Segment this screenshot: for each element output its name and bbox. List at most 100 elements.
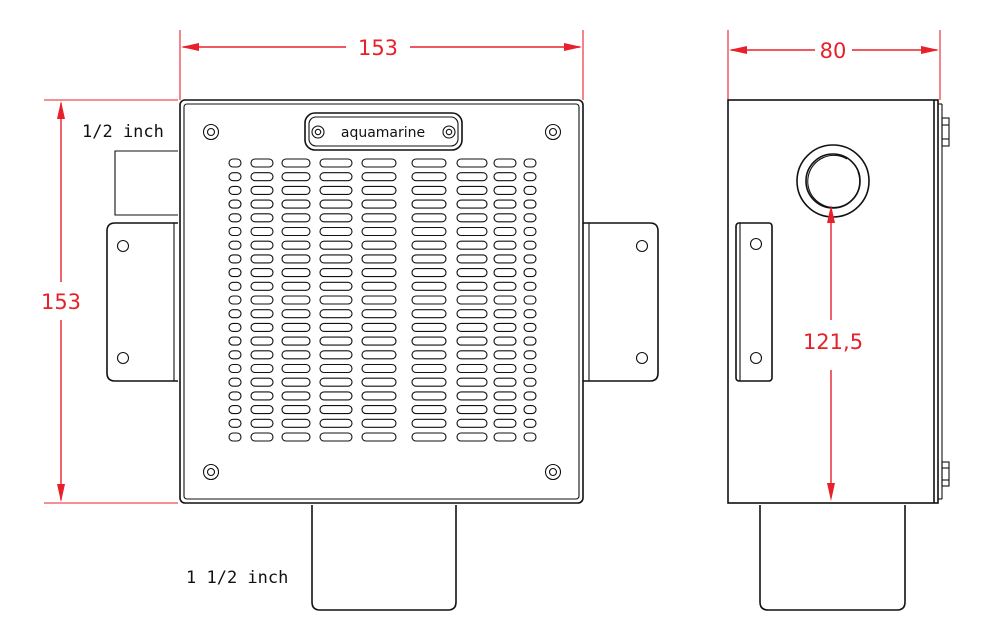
vent-slot (228, 363, 242, 374)
vent-slot (250, 185, 274, 195)
vent-slot (361, 213, 397, 223)
vent-slot (411, 185, 447, 195)
vent-slot (281, 158, 311, 168)
vent-slot (319, 254, 353, 264)
vent-slot (319, 336, 353, 346)
side-mounting-bracket (735, 222, 773, 382)
vent-slot (523, 377, 537, 387)
front-plate (179, 99, 584, 504)
vent-slot (281, 199, 311, 209)
screw (202, 123, 220, 141)
vent-slot (319, 350, 353, 360)
vent-slot (281, 254, 311, 264)
vent-slot (493, 268, 517, 278)
side-screw-head (941, 461, 950, 487)
vent-slot (361, 377, 397, 387)
vent-slot (493, 377, 517, 387)
vent-slot (250, 336, 274, 346)
vent-slot (319, 268, 353, 278)
vent-slot (523, 199, 537, 209)
vent-slot (228, 377, 242, 387)
vent-slot (456, 172, 488, 182)
vent-slot (281, 336, 311, 346)
vent-slot (493, 254, 517, 264)
vent-slot (411, 172, 447, 182)
vent-slot (228, 199, 242, 209)
corner-screws (202, 123, 562, 481)
front-height-label: 153 (41, 290, 81, 314)
vent-slot (228, 268, 242, 278)
vent-slot (228, 240, 242, 250)
vent-slot (250, 391, 274, 401)
vent-slot (493, 405, 517, 415)
vent-slot (319, 199, 353, 209)
vent-slot (523, 322, 537, 332)
vent-slot (361, 309, 397, 319)
side-view: 80 (727, 30, 950, 611)
vent-slot (228, 336, 242, 346)
vent-slot (319, 418, 353, 428)
vent-slot (228, 254, 242, 264)
vent-slot (493, 418, 517, 428)
vent-slot (319, 213, 353, 223)
vent-slot (250, 268, 274, 278)
vent-slot (523, 350, 537, 360)
vent-slot (456, 199, 488, 209)
vent-slot (319, 295, 353, 305)
vent-slot (319, 377, 353, 387)
vent-slot (228, 405, 242, 415)
vent-slot (250, 158, 274, 168)
vent-slot (319, 391, 353, 401)
vent-slot (361, 199, 397, 209)
vent-slot (228, 350, 242, 360)
vent-slot (493, 391, 517, 401)
vent-slot (456, 377, 488, 387)
side-bottom-pipe (759, 505, 906, 611)
screw (202, 463, 220, 481)
vent-slot (411, 309, 447, 319)
vent-slot (523, 254, 537, 264)
right-mounting-bracket (583, 222, 659, 382)
vent-slot (250, 199, 274, 209)
vent-slot (319, 226, 353, 237)
vent-slot (361, 363, 397, 374)
vent-slot (493, 295, 517, 305)
vent-slot (361, 336, 397, 346)
bracket-hole (635, 351, 649, 365)
vent-slot (411, 350, 447, 360)
aquamarine-logo: aquamarine (341, 125, 425, 141)
vent-slot (456, 336, 488, 346)
vent-slot (523, 172, 537, 182)
vent-slot (411, 158, 447, 168)
vent-slot (411, 254, 447, 264)
vent-slot (456, 158, 488, 168)
vent-slot (361, 418, 397, 428)
vent-slot (493, 185, 517, 195)
vent-slot (411, 391, 447, 401)
front-width-label: 153 (358, 36, 398, 60)
vent-slot (523, 185, 537, 195)
vent-slot (250, 240, 274, 250)
vent-slot (493, 213, 517, 223)
vent-slot (456, 185, 488, 195)
vent-slot (250, 363, 274, 374)
vent-slot (456, 391, 488, 401)
vent-slot (319, 158, 353, 168)
vent-slot (456, 363, 488, 374)
vent-slot (319, 281, 353, 291)
vent-slot (281, 268, 311, 278)
front-height-dimension: 153 (41, 99, 178, 504)
vent-slot (281, 185, 311, 195)
vent-slot (523, 240, 537, 250)
vent-slot (319, 185, 353, 195)
vent-slot (456, 254, 488, 264)
vent-slot (411, 199, 447, 209)
side-depth-label: 80 (820, 39, 847, 63)
vent-slot (228, 295, 242, 305)
vent-slot (411, 363, 447, 374)
vent-slot (281, 172, 311, 182)
vent-slot (250, 213, 274, 223)
inlet-fitting (796, 144, 870, 218)
vent-slot (228, 309, 242, 319)
